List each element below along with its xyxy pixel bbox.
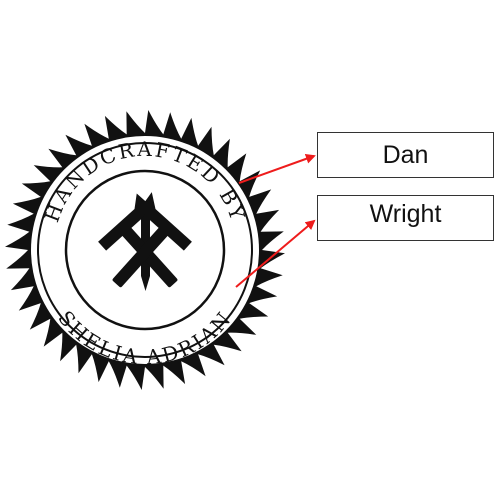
callout-arrows: [235, 154, 316, 288]
arrow-to-first-name: [238, 154, 316, 184]
first-name-field[interactable]: Dan: [317, 132, 494, 178]
badge-inner-ring: [64, 169, 226, 331]
badge-outer-ring: [37, 142, 253, 358]
crossed-hammers-and-nail-icon: [98, 192, 192, 291]
saw-blade-badge: HANDCRAFTED BY SHELIA ADRIAN: [5, 110, 285, 390]
last-name-field[interactable]: Wright: [317, 195, 494, 241]
arrow-to-last-name: [235, 219, 316, 288]
